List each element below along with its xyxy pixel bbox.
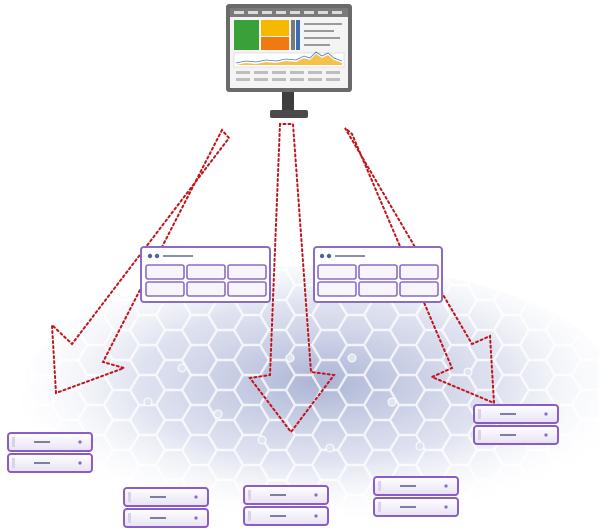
server-stack-bottom-center <box>243 485 329 526</box>
dashboard-panel-left <box>140 246 271 303</box>
server-stack-bottom-left <box>123 487 209 528</box>
status-tile-orange <box>261 37 289 50</box>
arrow-center <box>248 123 336 434</box>
server-stack-far-right <box>473 404 559 445</box>
arrow-left <box>50 128 231 395</box>
hexagonal-mesh-icon <box>20 265 599 525</box>
dashboard-panel-right <box>313 246 443 303</box>
monitor-dashboard-icon <box>226 4 352 118</box>
server-stack-far-left <box>7 432 93 473</box>
server-stack-bottom-right <box>373 476 459 517</box>
arrow-right <box>344 127 496 405</box>
status-tile-green <box>234 20 259 50</box>
sparkline-graph <box>236 54 342 65</box>
status-tile-yellow <box>261 20 289 36</box>
network-mesh <box>20 265 599 525</box>
